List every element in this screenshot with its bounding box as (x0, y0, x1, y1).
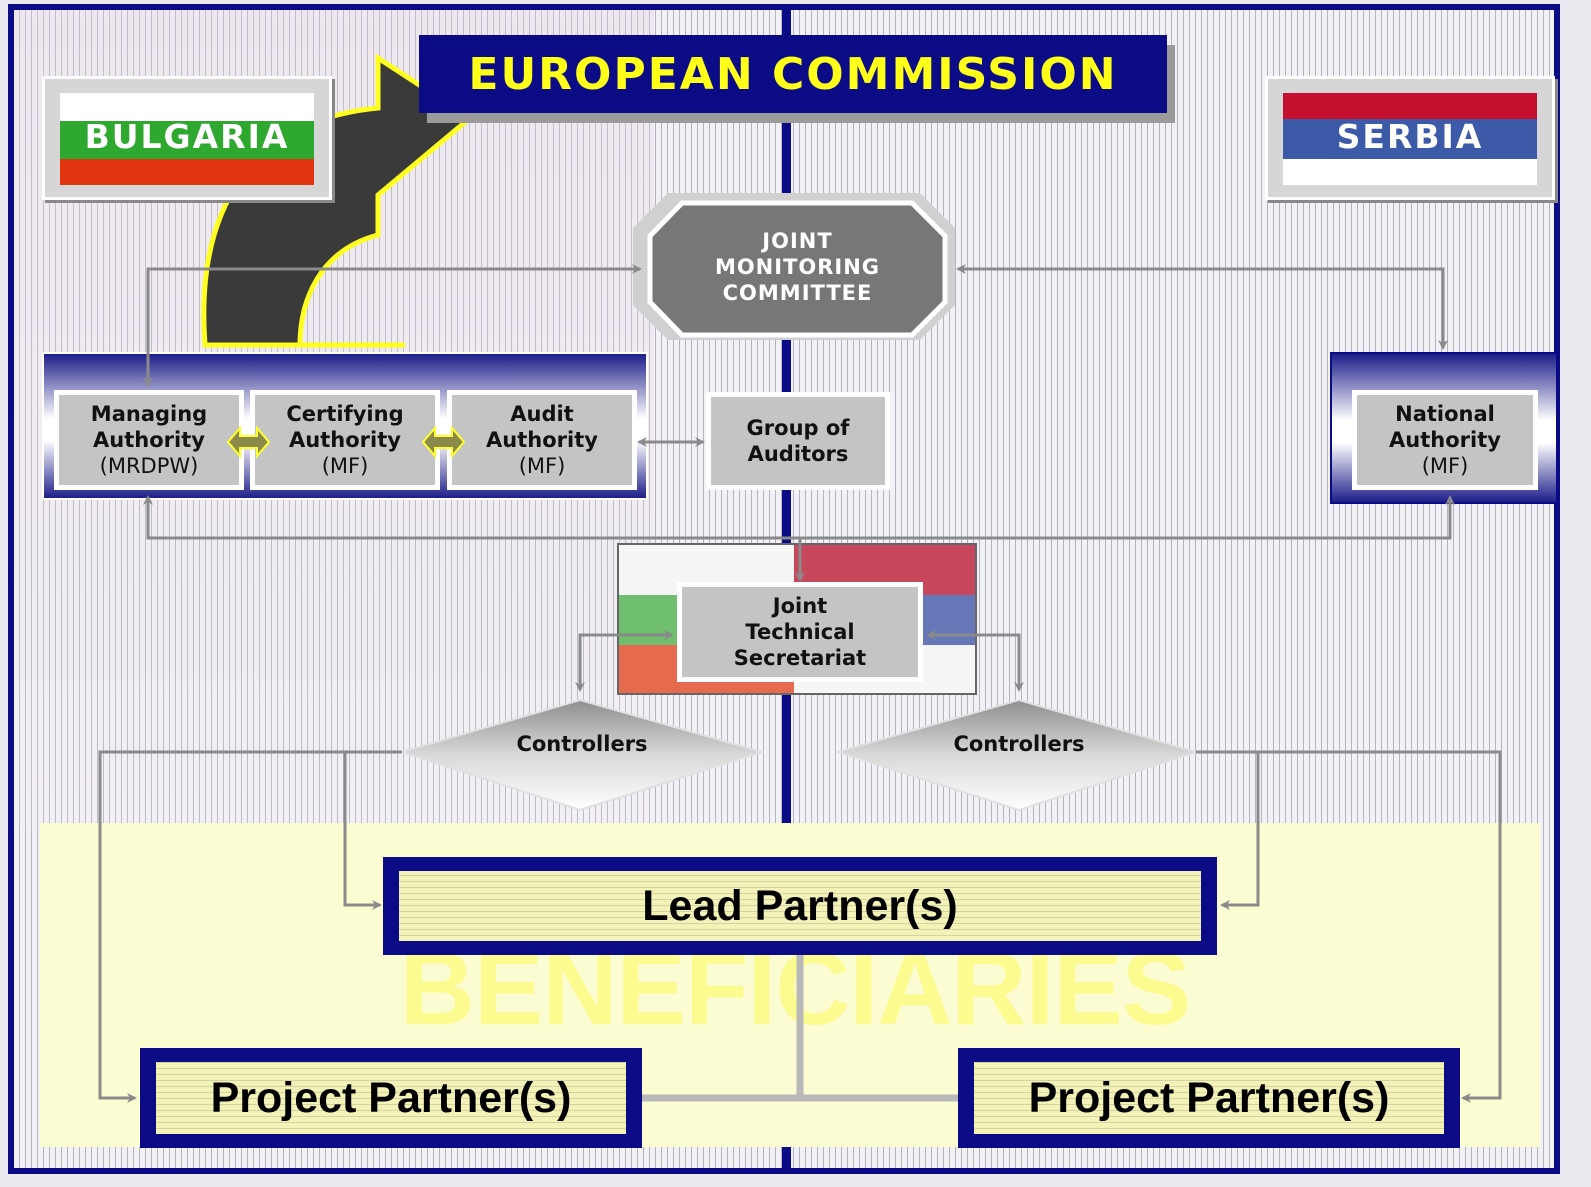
project-partner-left-box: Project Partner(s) (140, 1048, 642, 1148)
certifying-authority-sub: (MF) (321, 454, 369, 478)
serbia-stripe-blue (1283, 119, 1537, 159)
jts-line-3: Secretariat (733, 646, 867, 670)
bulgaria-label: BULGARIA (84, 117, 290, 156)
jmc-line-2: MONITORING (714, 255, 881, 279)
jts-line-1: Joint (772, 594, 828, 618)
audit-authority-line-2: Authority (486, 428, 598, 452)
audit-authority-line-1: Audit (510, 402, 574, 426)
controllers-left-label: Controllers (516, 732, 648, 756)
managing-authority-line-2: Authority (93, 428, 205, 452)
serbia-stripe-white (1283, 159, 1537, 185)
controllers-right-label: Controllers (953, 732, 1085, 756)
certifying-authority-line-1: Certifying (286, 402, 404, 426)
managing-authority-box: Managing Authority (MRDPW) (54, 390, 244, 490)
serbia-stripe-red (1283, 93, 1537, 119)
lead-partner-box: Lead Partner(s) (383, 857, 1217, 955)
national-authority-box: National Authority (MF) (1352, 390, 1538, 490)
bulgaria-flag: BULGARIA (42, 76, 332, 200)
managing-authority-line-1: Managing (90, 402, 208, 426)
bulgaria-stripe-red (60, 159, 314, 185)
lead-partner-label: Lead Partner(s) (399, 871, 1201, 941)
project-partner-left-label: Project Partner(s) (156, 1062, 626, 1134)
group-of-auditors-line-1: Group of (746, 416, 850, 440)
serbia-flag: SERBIA (1265, 76, 1555, 200)
managing-authority-sub: (MRDPW) (99, 454, 199, 478)
national-authority-sub: (MF) (1421, 454, 1469, 478)
bulgaria-stripe-white (60, 93, 314, 121)
group-of-auditors-line-2: Auditors (747, 442, 849, 466)
joint-technical-secretariat-box: Joint Technical Secretariat (677, 582, 923, 682)
bulgaria-stripe-green (60, 121, 314, 159)
audit-authority-sub: (MF) (518, 454, 566, 478)
jmc-line-1: JOINT (762, 229, 833, 253)
serbia-label: SERBIA (1336, 117, 1484, 156)
project-partner-right-box: Project Partner(s) (958, 1048, 1460, 1148)
controllers-left-diamond (398, 698, 766, 812)
national-authority-line-2: Authority (1389, 428, 1501, 452)
jmc-line-3: COMMITTEE (722, 281, 873, 305)
jts-line-2: Technical (745, 620, 855, 644)
project-partner-right-label: Project Partner(s) (974, 1062, 1444, 1134)
group-of-auditors-box: Group of Auditors (706, 392, 890, 490)
jmc-label: JOINT MONITORING COMMITTEE (650, 228, 945, 306)
certifying-authority-line-2: Authority (289, 428, 401, 452)
controllers-right-diamond (834, 698, 1200, 812)
european-commission-title: EUROPEAN COMMISSION (419, 35, 1167, 113)
national-authority-line-1: National (1395, 402, 1495, 426)
